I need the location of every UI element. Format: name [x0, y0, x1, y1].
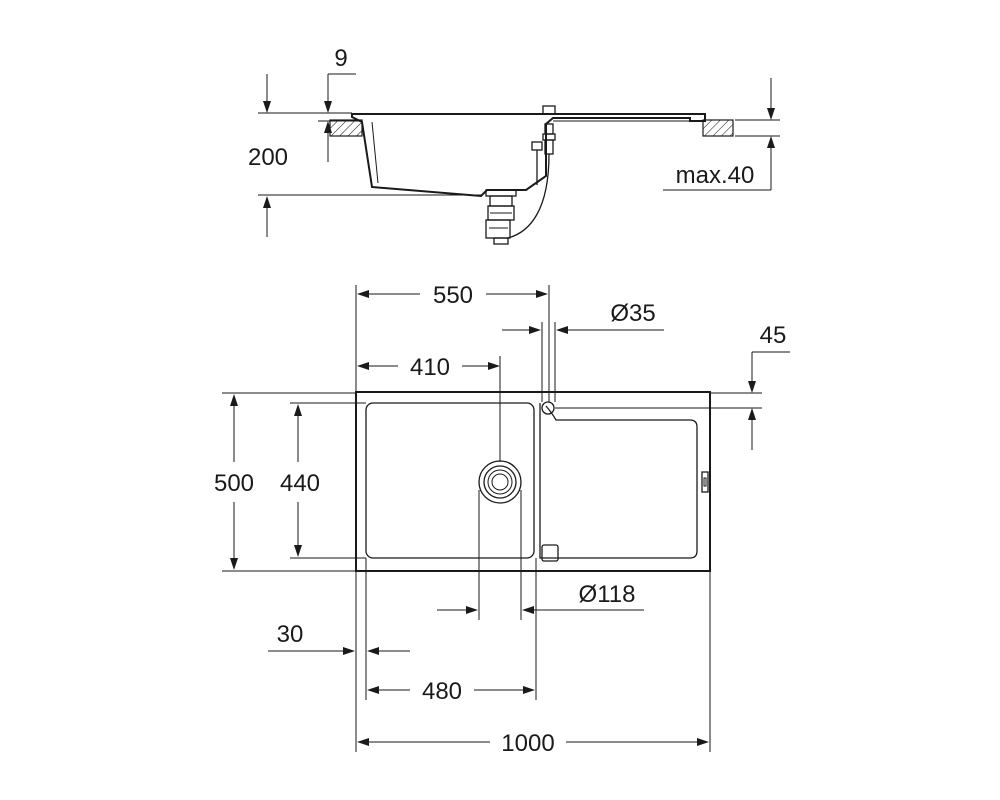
- dim-waste-diameter-label: Ø118: [579, 581, 636, 608]
- dim-depth-label: 200: [248, 144, 288, 171]
- tap-hole: [541, 401, 555, 415]
- tap-hole-cap: [542, 105, 556, 115]
- worktop-section-right: [702, 119, 734, 137]
- sink-profile: [351, 113, 706, 198]
- dim-bowl-depth-label: 440: [280, 470, 320, 497]
- dim-tap-hole-diameter-label: Ø35: [610, 300, 655, 327]
- worktop-section-left: [329, 119, 363, 137]
- dim-bowl-waste-offset-label: 550: [433, 282, 473, 309]
- top-view: 550 Ø35 45 410 500: [214, 282, 790, 757]
- side-clip: [701, 471, 709, 493]
- sink-outline: [355, 391, 711, 572]
- side-view: 9 200 max.40: [248, 45, 780, 245]
- overflow-hose: [507, 153, 550, 239]
- drainer: [539, 403, 698, 559]
- dim-overall-width-label: 1000: [501, 730, 554, 757]
- waste-outlet: [478, 460, 522, 504]
- waste-trap: [485, 189, 517, 245]
- dim-overall-depth-label: 500: [214, 470, 254, 497]
- dim-tap-hole-offset-label: 45: [760, 322, 787, 349]
- dim-worktop-label: max.40: [676, 162, 755, 189]
- dim-edge-label: 9: [334, 45, 347, 72]
- sink-bowl: [365, 402, 535, 559]
- dim-waste-offset-label: 410: [410, 354, 450, 381]
- dim-rim-offset-label: 30: [277, 621, 304, 648]
- overflow: [541, 544, 559, 562]
- dim-bowl-width-label: 480: [422, 678, 462, 705]
